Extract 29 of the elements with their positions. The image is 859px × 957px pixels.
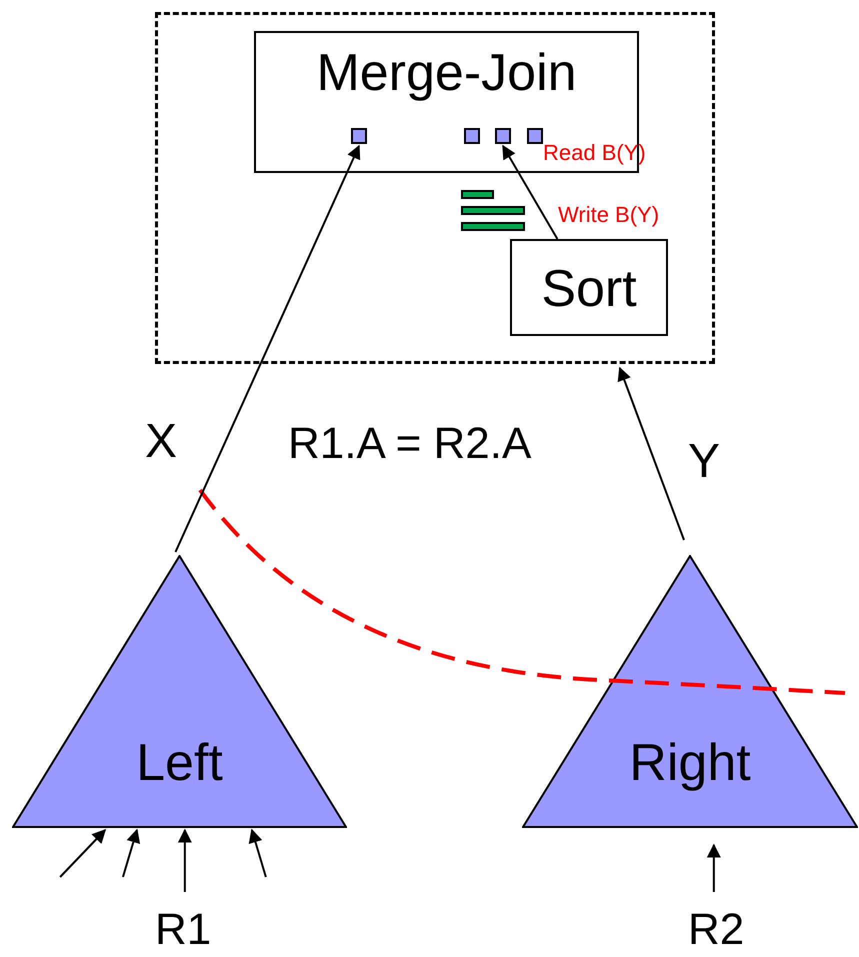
node-label: Sort [540,263,638,315]
arrow [248,828,267,878]
page-square [527,128,543,144]
arrow [174,144,360,552]
relation-label: R2 [688,908,744,952]
arrow [178,828,192,892]
arrow [122,828,140,878]
page-square [351,128,367,144]
operator-triangle [522,555,858,828]
relation-label: R1 [155,908,212,952]
node-label: Merge-Join [315,47,578,99]
buffer-bar [461,190,494,199]
edge-label: Y [688,438,720,486]
buffer-bar [461,206,525,215]
operator-box [510,239,668,336]
node-label: Right [628,737,752,789]
operator-triangle [12,555,347,828]
arrow [59,829,106,878]
dashed-group-box [155,12,715,364]
page-square [464,128,480,144]
arrow [706,844,721,892]
join-condition: R1.A = R2.A [288,422,532,466]
arrow [502,144,558,240]
node-label: Left [135,737,224,789]
buffer-bar [461,222,525,231]
page-square [495,128,511,144]
edge-label: X [145,418,178,466]
arrow [618,366,685,540]
annotation-text: Write B(Y) [558,204,660,226]
